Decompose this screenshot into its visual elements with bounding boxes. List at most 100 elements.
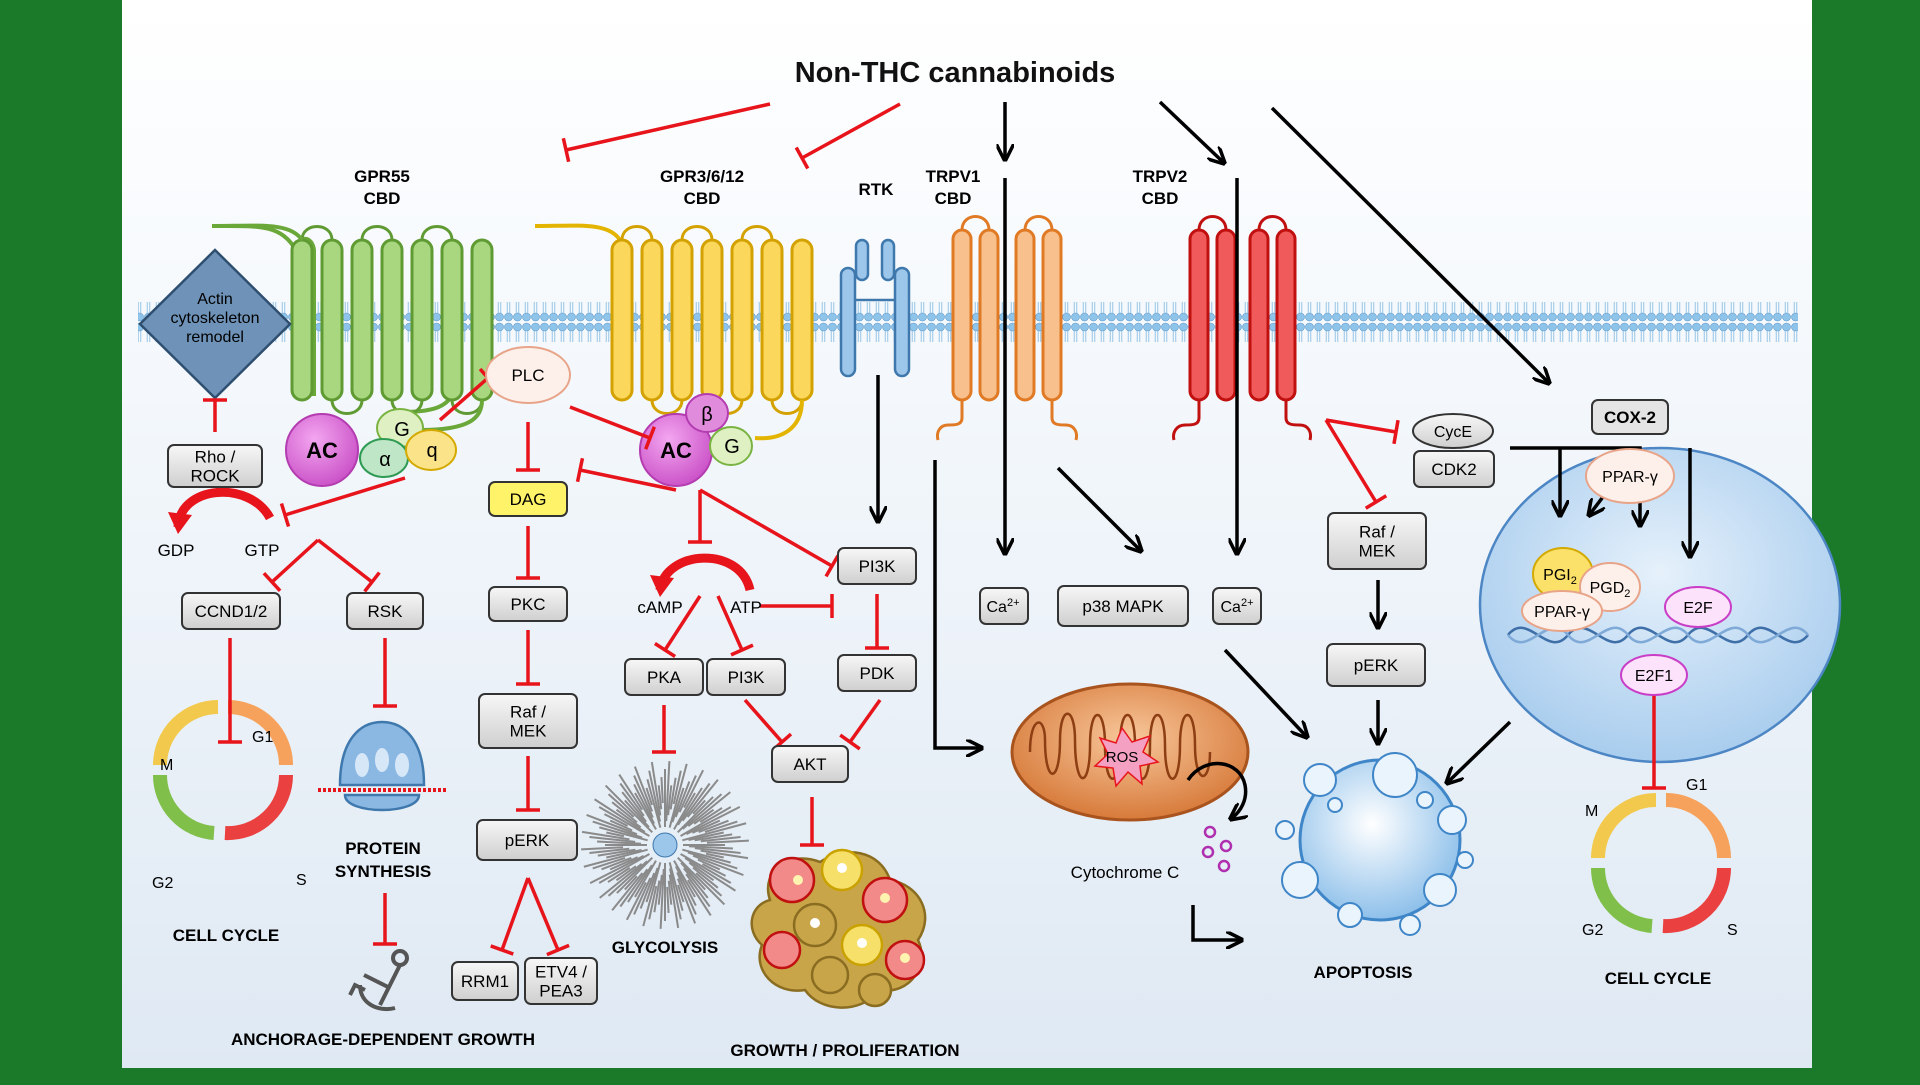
outcome-protein-2: SYNTHESIS [335,862,431,881]
cox2-node-label-1: COX-2 [1604,408,1656,427]
e2f-node [1664,586,1732,628]
pgd2-label: PGD2 [1590,580,1631,600]
inhibition-line-30 [1324,419,1378,503]
gpr55-ac-label: AC [306,438,338,463]
inhibition-bar-13 [546,943,570,957]
ribosome-icon [318,720,448,812]
inhibition-bar-1 [561,137,571,163]
rho-rock-node-label-2: ROCK [190,467,240,486]
cytc-release-arrow [1186,762,1246,818]
pka-node-label-1: PKA [647,668,682,687]
actin-label-3: remodel [186,329,244,346]
gdp-label: GDP [158,541,195,560]
perk-node-right-label-1: pERK [1354,656,1399,675]
cc-right-m: M [1585,803,1598,820]
cdk2-node-label-1: CDK2 [1431,460,1476,479]
dag-node: DAG [488,481,568,517]
raf-mek-node-left-label-1: Raf / [510,703,546,722]
inhibition-bar-30 [1364,494,1388,510]
inhibition-line-26 [848,698,882,744]
rtk-label: RTK [859,180,895,199]
actin-label-2: cytoskeleton [171,310,260,327]
cc-right-g2: G2 [1582,922,1603,939]
e2f-label: E2F [1683,600,1713,617]
gpr3-ligand: CBD [684,189,721,208]
ccnd-node: CCND1/2 [181,592,281,630]
outcome-apoptosis: APOPTOSIS [1314,963,1413,982]
inhibition-line-1 [565,102,771,152]
trpv2-ligand: CBD [1142,189,1179,208]
inhibition-line-22 [663,595,702,651]
trpv2-channel [1172,215,1312,441]
gpr55-ligand: CBD [364,189,401,208]
rrm1-node-label-1: RRM1 [461,972,509,991]
rrm1-node: RRM1 [451,961,519,1001]
cc-right-g1: G1 [1686,777,1707,794]
gpr3-g-label: G [724,436,740,458]
pparg-outer-label: PPAR-γ [1602,469,1658,486]
trpv1-label: TRPV1 [926,167,981,186]
outcome-glycolysis: GLYCOLYSIS [612,938,718,957]
outcome-protein-1: PROTEIN [345,839,421,858]
inhibition-line-7 [316,538,374,584]
inhibition-bar-4 [279,503,291,527]
actin-diamond [138,248,292,400]
gpr3-beta-label: β [701,404,713,426]
p38-mapk-node-label-1: p38 MAPK [1082,597,1164,616]
rsk-node-label-1: RSK [368,602,404,621]
inhibition-bar-29 [1392,419,1400,445]
gpr55-ac [285,413,359,487]
cyce-node [1412,413,1494,449]
dag-node-label-1: DAG [510,490,547,509]
pi3k-node-right: PI3K [837,547,917,585]
inhibition-line-6 [270,538,320,584]
raf-mek-node-right-label-1: Raf / [1359,523,1395,542]
raf-mek-node-right-label-2: MEK [1359,542,1397,561]
pi3k-node-left-label-1: PI3K [728,668,766,687]
plc-label: PLC [511,366,544,385]
inhibition-bar-23 [730,643,754,657]
rho-rock-node-label-1: Rho / [195,448,236,467]
pparg-outer-node [1585,448,1675,504]
pparg-inner-node [1521,590,1603,632]
glycolysis-icon [581,761,749,929]
anchor-icon [348,949,409,1011]
etv4-node-label-2: PEA3 [539,982,582,1001]
tumor-cluster-icon [750,848,927,1009]
rtk-receptor [839,238,911,378]
plc-node [485,346,571,404]
cytochrome-c-label: Cytochrome C [1071,863,1180,882]
akt-node: AKT [771,745,849,783]
ca-label-trpv1: Ca2+ [987,597,1020,616]
gpr55-label: GPR55 [354,167,410,186]
trpv1-channel [936,215,1078,441]
etv4-node: ETV4 /PEA3 [524,957,598,1005]
gpr3-beta-subunit [685,393,729,433]
inhibition-bar-17 [644,426,656,450]
cox2-node: COX-2 [1591,399,1669,435]
inhibition-line-4 [284,476,406,517]
inhibition-line-29 [1325,418,1397,434]
outcome-cell-cycle-left: CELL CYCLE [173,926,279,945]
p38-mapk-node: p38 MAPK [1057,585,1189,627]
ca-box-trpv2 [1212,587,1262,625]
inhibition-line-25 [743,698,784,744]
pi3k-node-right-label-1: PI3K [859,557,897,576]
pparg-inner-label: PPAR-γ [1534,604,1590,621]
inhibition-line-19 [699,488,833,568]
inhibition-line-2 [801,102,901,160]
inhibition-line-17 [569,405,651,440]
cdk2-node: CDK2 [1413,450,1495,488]
inhibition-line-20 [579,468,677,492]
ca-label-trpv2: Ca2+ [1221,597,1254,616]
gpr55-q-subunit [405,429,457,471]
cytochrome-c-icon [1201,825,1233,873]
inhibition-bar-2 [794,146,810,170]
inhibition-line-12 [500,877,530,951]
pdk-node: PDK [837,654,917,692]
camp-atp-arrowhead [650,575,674,597]
cc-right-s: S [1727,922,1738,939]
cell-cycle-right-icon [1590,793,1732,934]
